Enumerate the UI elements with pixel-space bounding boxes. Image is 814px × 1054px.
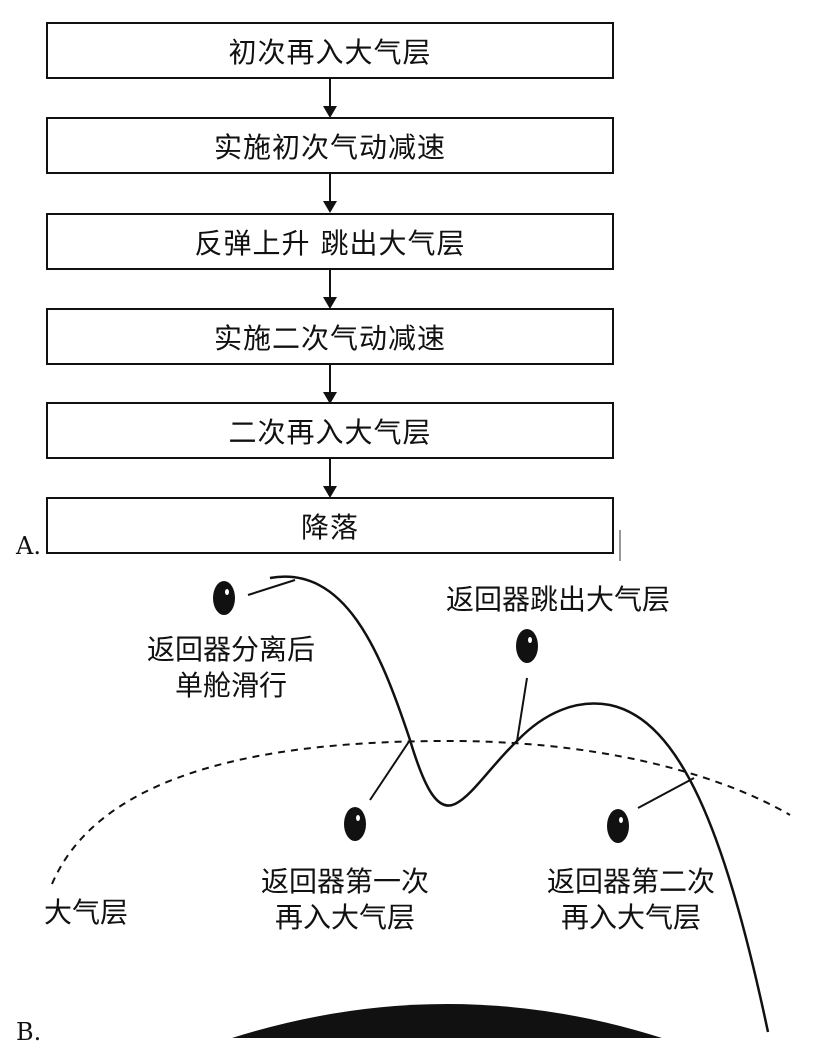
capsule-second-entry-highlight <box>619 817 623 823</box>
label-separation-line2: 单舱滑行 <box>174 669 287 702</box>
flow-step-1: 初次再入大气层 <box>46 22 614 79</box>
flow-step-4-text: 实施二次气动减速 <box>213 321 446 355</box>
capsule-skip-out <box>516 629 538 663</box>
flow-step-2-text: 实施初次气动减速 <box>213 130 446 164</box>
label-second-entry-line1: 返回器第二次 <box>546 865 715 898</box>
part-a-label: A. <box>16 532 41 560</box>
label-second-entry: 返回器第二次 再入大气层 <box>538 864 724 936</box>
capsule-first-entry <box>344 807 366 841</box>
label-skip-out: 返回器跳出大气层 <box>446 583 671 616</box>
flow-arrow-3 <box>323 270 337 309</box>
flow-arrow-5 <box>323 459 337 498</box>
capsule-separation <box>213 581 235 615</box>
capsule-skip-out-highlight <box>528 637 532 643</box>
label-separation: 返回器分离后 单舱滑行 <box>138 632 324 704</box>
leader-skip-out <box>516 677 528 742</box>
flow-step-1-text: 初次再入大气层 <box>228 35 432 69</box>
flow-step-2: 实施初次气动减速 <box>46 117 614 174</box>
capsule-second-entry <box>607 809 629 843</box>
flow-step-6: 降落 <box>46 497 614 554</box>
leader-separation <box>247 579 296 596</box>
capsule-separation-highlight <box>225 589 229 595</box>
label-first-entry-line1: 返回器第一次 <box>260 865 429 898</box>
label-atmosphere: 大气层 <box>44 896 129 929</box>
flow-step-5: 二次再入大气层 <box>46 402 614 459</box>
part-b-label: B. <box>16 1018 42 1046</box>
label-second-entry-line2: 再入大气层 <box>560 901 701 934</box>
capsule-first-entry-highlight <box>356 815 360 821</box>
flow-step-6-text: 降落 <box>300 510 359 544</box>
label-first-entry-line2: 再入大气层 <box>274 901 415 934</box>
trajectory-curve <box>269 575 770 1033</box>
leader-first-entry <box>369 739 411 801</box>
flow-step-5-text: 二次再入大气层 <box>228 415 432 449</box>
earth-surface <box>232 1004 662 1038</box>
flow-step-3-text: 反弹上升 跳出大气层 <box>194 226 466 260</box>
flow-step-3: 反弹上升 跳出大气层 <box>46 213 614 270</box>
atmosphere-boundary <box>51 739 791 885</box>
flow-arrow-4 <box>323 365 337 404</box>
flow-arrow-2 <box>323 174 337 213</box>
label-separation-line1: 返回器分离后 <box>146 633 315 666</box>
flow-step-4: 实施二次气动减速 <box>46 308 614 365</box>
label-first-entry: 返回器第一次 再入大气层 <box>252 864 438 936</box>
leader-second-entry <box>637 777 695 809</box>
flow-arrow-1 <box>323 79 337 118</box>
